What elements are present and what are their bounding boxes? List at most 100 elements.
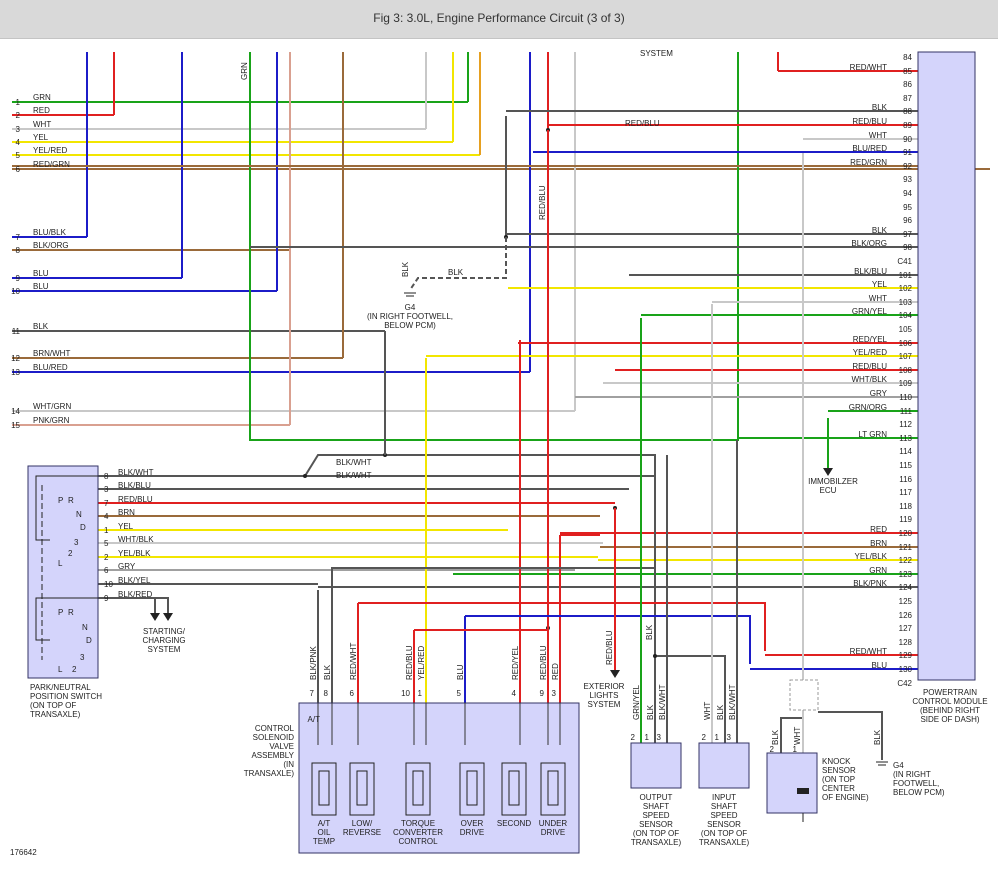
switch-position-lower-P: P [58, 608, 63, 617]
switch-wire-label: BRN [118, 508, 135, 517]
pcm-pin-93: 93 [903, 175, 912, 184]
wire-layer [12, 52, 990, 760]
switch-wire-label: YEL [118, 522, 134, 531]
pcm-pin-115: 115 [899, 461, 912, 470]
park-neutral-switch-box [27, 465, 99, 679]
switch-wire-label: BLK/WHT [118, 468, 154, 477]
knock-wire-label: BLK [771, 729, 780, 745]
oss-wire-label: BLK/WHT [658, 684, 667, 720]
knock-sensor [766, 752, 818, 814]
pcm-pin-118: 118 [899, 502, 912, 511]
oss-label: SPEED [642, 811, 669, 820]
switch-pin-6: 6 [104, 566, 109, 575]
splice-dot [303, 474, 307, 478]
solenoid-label: DRIVE [460, 828, 484, 837]
solenoid-assembly-label: CONTROL [255, 724, 295, 733]
solenoid-coil [405, 762, 431, 816]
solenoid-pin-1: 1 [418, 689, 423, 698]
knock-element [797, 788, 809, 794]
pcm-pin-129: 129 [899, 651, 913, 660]
starting-arrow [150, 613, 160, 621]
iss-wire-label: WHT [703, 702, 712, 720]
label-layer: 1GRN2RED3WHT4YEL5YEL/RED6RED/GRN7BLU/BLK… [10, 49, 988, 857]
pcm-pin-107: 107 [899, 352, 913, 361]
left-pin-11: 11 [12, 327, 21, 336]
switch-pin-10: 10 [104, 580, 113, 589]
left-wire-label: YEL/RED [33, 146, 67, 155]
switch-wire-label: BLK/YEL [118, 576, 151, 585]
solenoid-core [508, 770, 520, 806]
wire-knock-ground [818, 711, 883, 760]
solenoid-core [318, 770, 330, 806]
oss-pin-1: 1 [645, 733, 650, 742]
exterior-label: SYSTEM [588, 700, 621, 709]
left-wire-label: BLU/RED [33, 363, 68, 372]
left-pin-12: 12 [11, 354, 20, 363]
pcm-pin-104: 104 [899, 311, 913, 320]
pcm-pin-94: 94 [903, 189, 912, 198]
solenoid-coil [311, 762, 337, 816]
pcm-pin-label: WHT [869, 131, 887, 140]
solenoid-assembly-label: A/T [308, 715, 321, 724]
oss-pin-2: 2 [631, 733, 636, 742]
switch-pin-5: 5 [104, 539, 109, 548]
switch-wire-label: WHT/BLK [118, 535, 154, 544]
solenoid-wire-label: BLK [323, 664, 332, 680]
pcm-pin-84: 84 [903, 53, 912, 62]
solenoid-label: UNDER [539, 819, 568, 828]
iss-label: SHAFT [711, 802, 737, 811]
solenoid-label: TEMP [313, 837, 335, 846]
pcm-pin-label: RED/WHT [850, 647, 887, 656]
solenoid-label: A/T [318, 819, 331, 828]
pcm-pin-87: 87 [903, 94, 912, 103]
solenoid-label: CONTROL [398, 837, 438, 846]
solenoid-coil [349, 762, 375, 816]
solenoid-wire-label: RED/BLU [539, 645, 548, 680]
pcm-pin-label: RED/BLU [852, 117, 887, 126]
knock-label: SENSOR [822, 766, 856, 775]
left-wire-label: BRN/WHT [33, 349, 70, 358]
solenoid-pin-10: 10 [401, 689, 410, 698]
solenoid-wire-label: RED [551, 663, 560, 680]
left-pin-2: 2 [16, 111, 21, 120]
switch-position-D: D [80, 523, 86, 532]
solenoid-label: DRIVE [541, 828, 565, 837]
immobilizer-arrow [823, 468, 833, 476]
wire-blk-wht-upper [304, 454, 656, 743]
pcm-pin-124: 124 [899, 583, 913, 592]
pcm-pin-106: 106 [899, 339, 913, 348]
pcm-pin-label: BLK/BLU [854, 267, 887, 276]
pcm-pin-label: RED/YEL [853, 335, 888, 344]
pcm-pin-119: 119 [899, 515, 912, 524]
switch-wire-label: BLK/RED [118, 590, 152, 599]
switch-label: TRANSAXLE) [30, 710, 81, 719]
switch-wire-label: GRY [118, 562, 136, 571]
iss-label: INPUT [712, 793, 736, 802]
switch-position-N: N [76, 510, 82, 519]
left-wire-label: BLU [33, 282, 49, 291]
solenoid-wire-label: BLU [456, 664, 465, 680]
pcm-pin-101: 101 [899, 271, 913, 280]
left-pin-8: 8 [16, 246, 21, 255]
iss-pin-1: 1 [715, 733, 720, 742]
left-pin-14: 14 [11, 407, 20, 416]
wiring-diagram: 1GRN2RED3WHT4YEL5YEL/RED6RED/GRN7BLU/BLK… [10, 49, 990, 857]
solenoid-core [356, 770, 368, 806]
left-pin-13: 13 [11, 368, 20, 377]
knock-label: OF ENGINE) [822, 793, 869, 802]
pcm-pin-label: GRY [870, 389, 888, 398]
solenoid-assembly-label: (IN [283, 760, 294, 769]
solenoid-wire-label: RED/YEL [511, 645, 520, 680]
pcm-pin-label: RED/BLU [852, 362, 887, 371]
switch-contact [35, 597, 98, 641]
oss-label: (ON TOP OF [633, 829, 679, 838]
pcm-pin-C41: C41 [897, 257, 912, 266]
switch-pin-9: 9 [104, 594, 109, 603]
pcm-pin-92: 92 [903, 162, 912, 171]
left-wire-label: BLU/BLK [33, 228, 67, 237]
switch-position-3: 3 [74, 538, 79, 547]
left-wire-label: BLU [33, 269, 49, 278]
solenoid-wire-label: RED/WHT [349, 643, 358, 680]
solenoid-pin-6: 6 [350, 689, 355, 698]
pcm-pin-label: BLU [871, 661, 887, 670]
